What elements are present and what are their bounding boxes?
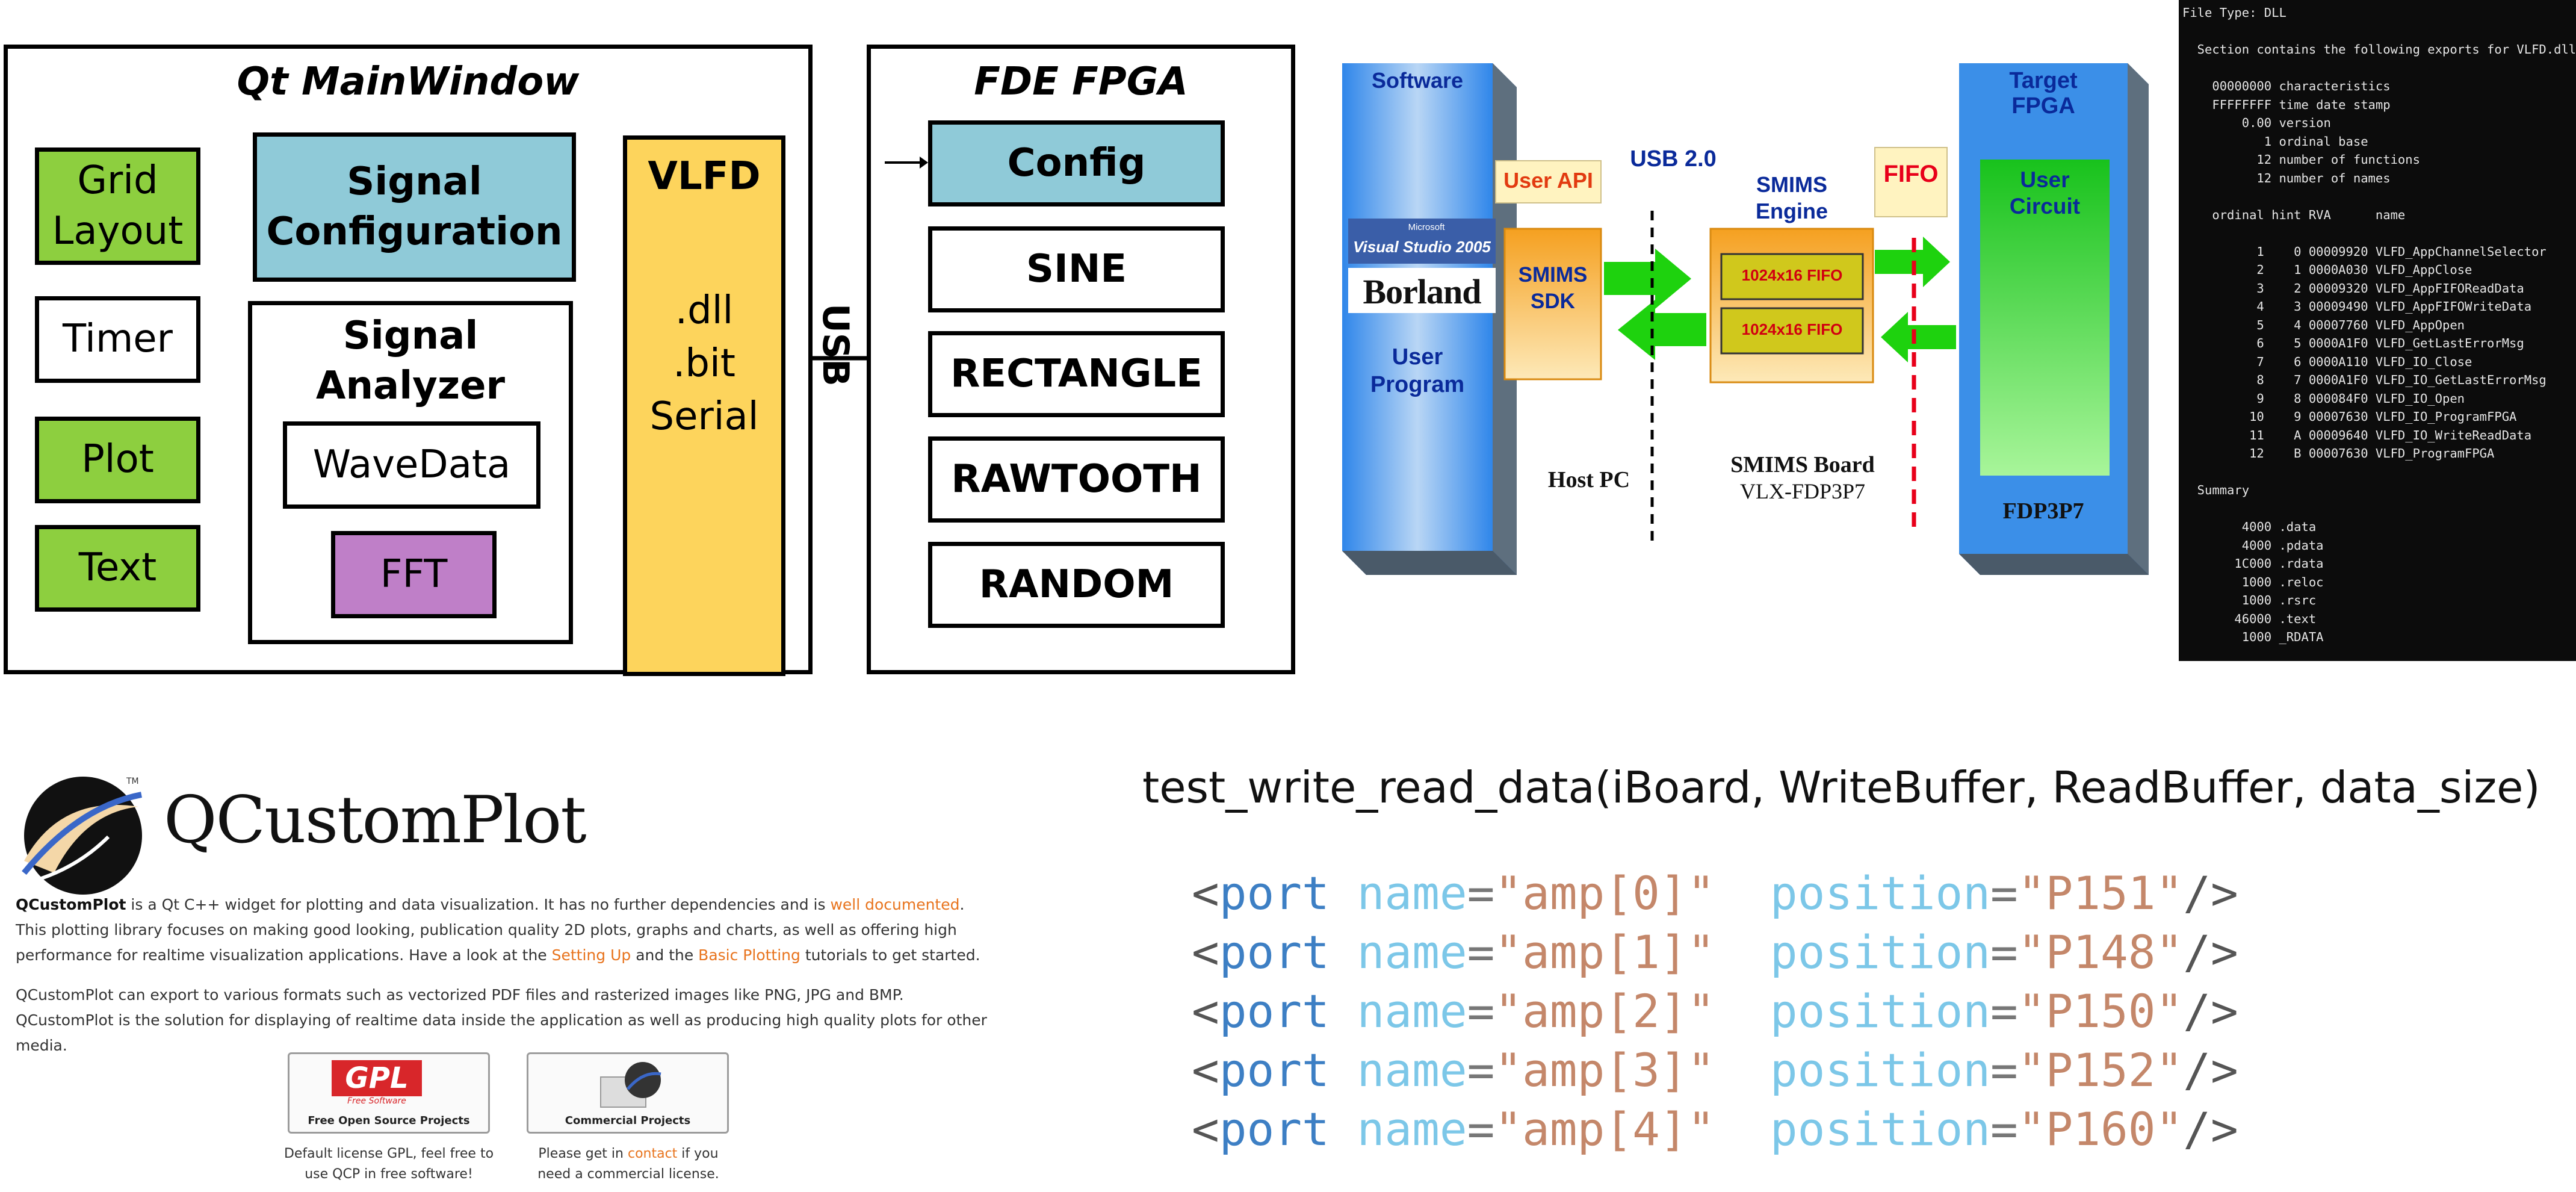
user-program-label: User Program [1370, 344, 1465, 397]
qcp-p1-c: and the [631, 946, 699, 964]
config-block: Config [928, 120, 1225, 206]
host-pc-label: Host PC [1547, 467, 1630, 492]
port-line: <port name="amp[4]" position="P160"/> [1192, 1102, 2238, 1156]
user-api-label: User API [1503, 168, 1593, 193]
commercial-badge-label: Commercial Projects [565, 1114, 691, 1127]
fifo-label: FIFO [1883, 161, 1939, 187]
vlfd-items: .dll .bit Serial [649, 288, 759, 439]
signal-configuration-block: Signal Configuration [253, 132, 576, 282]
rectangle-label: RECTANGLE [950, 351, 1203, 396]
port-line: <port name="amp[3]" position="P152"/> [1192, 1043, 2238, 1097]
visual-studio-logo: Visual Studio 2005 [1353, 238, 1491, 256]
grid-layout-label: Grid Layout [52, 158, 184, 253]
config-label: Config [1007, 140, 1146, 185]
smims-diagram: Software User API USB 2.0 SMIMS Engine F… [1330, 57, 2149, 581]
qcp-bold-name: QCustomPlot [16, 896, 126, 913]
fifo2-label: 1024x16 FIFO [1741, 320, 1843, 338]
fifo1-label: 1024x16 FIFO [1741, 266, 1843, 284]
wavedata-label: WaveData [312, 442, 511, 487]
gpl-description: Default license GPL, feel free to use QC… [283, 1146, 494, 1182]
smims-board-label: SMIMS Board [1730, 452, 1875, 477]
port-line: <port name="amp[2]" position="P150"/> [1192, 984, 2238, 1038]
smims-shapes [1342, 63, 2149, 575]
commercial-icon [600, 1062, 661, 1108]
fft-block: FFT [331, 531, 497, 618]
gpl-logo: GPL [332, 1060, 422, 1096]
qcp-p1-a: is a Qt C++ widget for plotting and data… [126, 896, 831, 913]
text-block: Text [35, 525, 200, 612]
qcustomplot-logo-tm: TM [126, 777, 139, 786]
timer-block: Timer [35, 296, 200, 383]
qcustomplot-paragraph-1: QCustomPlot is a Qt C++ widget for plott… [16, 892, 991, 968]
commercial-description: Please get in contact if you need a comm… [522, 1144, 734, 1185]
fdp3p7-label: FDP3P7 [2002, 498, 2084, 524]
qcustomplot-paragraph-2: QCustomPlot can export to various format… [16, 986, 987, 1054]
signal-configuration-label: Signal Configuration [266, 159, 563, 254]
basic-plotting-link[interactable]: Basic Plotting [698, 946, 800, 964]
usb20-label: USB 2.0 [1630, 146, 1717, 172]
visual-studio-small: Microsoft [1408, 222, 1445, 232]
port-lines: <port name="amp[0]" position="P151"/><po… [1192, 864, 2238, 1159]
qcustomplot-logo-text: QCustomPlot [164, 783, 587, 858]
board-model-label: VLX-FDP3P7 [1739, 479, 1866, 503]
borland-logo: Borland [1363, 272, 1481, 311]
qcustomplot-logo-icon [17, 777, 142, 895]
sine-block: SINE [928, 226, 1225, 312]
config-input-arrow [885, 157, 928, 169]
smims-sdk-label: SMIMS SDK [1518, 263, 1588, 313]
random-label: RANDOM [979, 562, 1174, 607]
plot-label: Plot [81, 437, 154, 482]
timer-label: Timer [63, 317, 173, 362]
random-block: RANDOM [928, 542, 1225, 628]
commercial-desc-a: Please get in [538, 1146, 628, 1161]
fde-fpga-title: FDE FPGA [974, 60, 1188, 104]
dll-export-dump: File Type: DLL Section contains the foll… [2179, 0, 2576, 661]
setting-up-link[interactable]: Setting Up [551, 946, 631, 964]
target-fpga-label: Target FPGA [2009, 68, 2078, 119]
qt-fpga-diagram: Qt MainWindow Grid Layout Signal Configu… [0, 36, 1300, 680]
vlfd-label: VLFD [648, 154, 761, 199]
grid-layout-block: Grid Layout [35, 147, 200, 265]
smims-engine-label: SMIMS Engine [1755, 172, 1828, 223]
vlfd-block: VLFD .dll .bit Serial [623, 135, 785, 676]
qcp-p1-d: tutorials to get started. [800, 946, 980, 964]
software-label: Software [1371, 68, 1464, 93]
code-panel: test_write_read_data(iBoard, WriteBuffer… [1132, 753, 2564, 1174]
commercial-desc-b: if you need a commercial license. [537, 1146, 719, 1182]
well-documented-link[interactable]: well documented [830, 896, 960, 913]
plot-block: Plot [35, 417, 200, 503]
port-line: <port name="amp[0]" position="P151"/> [1192, 866, 2238, 920]
port-line: <port name="amp[1]" position="P148"/> [1192, 925, 2238, 979]
gpl-badge[interactable]: GPL Free Software Free Open Source Proje… [288, 1052, 490, 1134]
text-label: Text [78, 545, 157, 591]
contact-link[interactable]: contact [627, 1146, 678, 1161]
rectangle-block: RECTANGLE [928, 331, 1225, 417]
signal-analyzer-label: Signal Analyzer [315, 314, 506, 409]
gpl-logo-sub: Free Software [347, 1096, 406, 1106]
usb-label: USB [814, 303, 856, 386]
gpl-badge-label: Free Open Source Projects [308, 1114, 470, 1127]
user-circuit-label: User Circuit [2009, 167, 2081, 219]
rawtooth-block: RAWTOOTH [928, 436, 1225, 523]
function-signature: test_write_read_data(iBoard, WriteBuffer… [1142, 762, 2540, 813]
sine-label: SINE [1026, 246, 1127, 291]
fft-label: FFT [380, 551, 448, 597]
qcp-p1-b: . This plotting library focuses on makin… [16, 896, 965, 964]
qt-mainwindow-title: Qt MainWindow [237, 60, 580, 104]
wavedata-block: WaveData [283, 421, 540, 509]
qcustomplot-panel: TM QCustomPlot QCustomPlot is a Qt C++ w… [0, 747, 1023, 1192]
rawtooth-label: RAWTOOTH [951, 456, 1202, 501]
commercial-badge[interactable]: Commercial Projects [527, 1052, 729, 1134]
